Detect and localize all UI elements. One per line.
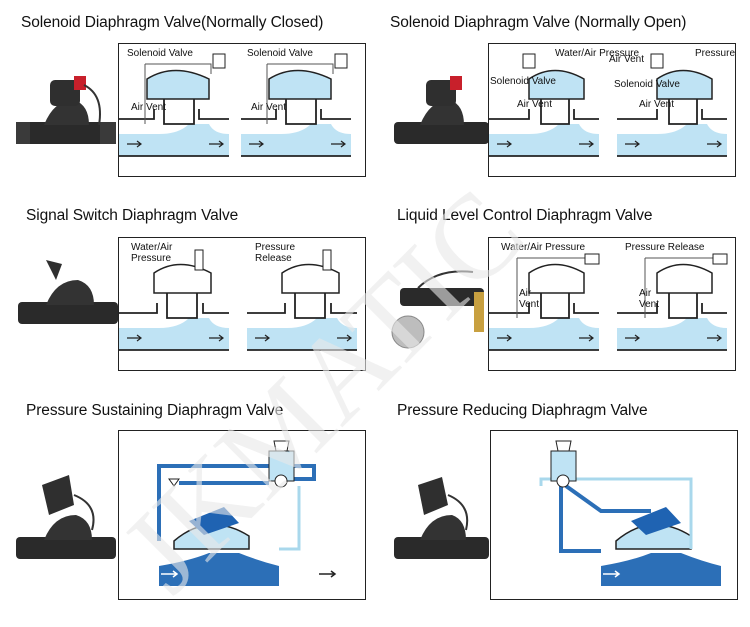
label-water-air-pressure: Water/Air Pressure: [501, 242, 586, 253]
panel-title: Pressure Sustaining Diaphragm Valve: [26, 402, 284, 419]
label-solenoid-valve: Solenoid Valve: [127, 48, 193, 59]
label-air-vent: Air Vent: [517, 99, 553, 110]
panel-title: Solenoid Diaphragm Valve (Normally Open): [390, 14, 687, 31]
diagram-box: [118, 430, 366, 600]
diagram-box: Water/Air Pressure Pressure Release Air …: [488, 237, 736, 371]
panel-title: Pressure Reducing Diaphragm Valve: [397, 402, 648, 419]
label-air-vent: Air Vent: [251, 102, 287, 113]
label-water-air-pressure: Water/Air Pressure: [555, 48, 640, 59]
valve-photo: [392, 70, 492, 165]
diagram-box: Solenoid Valve Water/Air Pressure Air Ve…: [488, 43, 736, 177]
valve-photo: [14, 70, 119, 165]
label-air-vent: Air Vent: [639, 288, 660, 310]
diagram-box: [490, 430, 738, 600]
diagram-box: Water/Air Pressure Pressure Release: [118, 237, 366, 371]
diagram-box: Solenoid Valve Air Vent Solenoid Valve A…: [118, 43, 366, 177]
label-air-vent: Air Vent: [131, 102, 167, 113]
panel-title: Signal Switch Diaphragm Valve: [26, 207, 239, 224]
label-pressure-release: Pressure Release: [625, 242, 705, 253]
valve-photo: [16, 250, 121, 345]
label-pressure-release: Pressure Release: [695, 48, 736, 59]
label-air-vent: Air Vent: [639, 99, 675, 110]
label-air-vent: Air Vent: [519, 288, 540, 310]
valve-photo: [14, 465, 119, 570]
label-water-air-pressure: Water/Air Pressure: [131, 242, 173, 264]
label-solenoid-valve: Solenoid Valve: [614, 79, 680, 90]
valve-photo: [392, 465, 492, 570]
valve-photo: [388, 262, 493, 357]
panel-title: Liquid Level Control Diaphragm Valve: [397, 207, 653, 224]
label-air-vent: Air Vent: [609, 54, 645, 65]
panel-title: Solenoid Diaphragm Valve(Normally Closed…: [21, 14, 324, 31]
label-solenoid-valve: Solenoid Valve: [490, 76, 556, 87]
label-solenoid-valve: Solenoid Valve: [247, 48, 313, 59]
label-pressure-release: Pressure Release: [255, 242, 296, 264]
